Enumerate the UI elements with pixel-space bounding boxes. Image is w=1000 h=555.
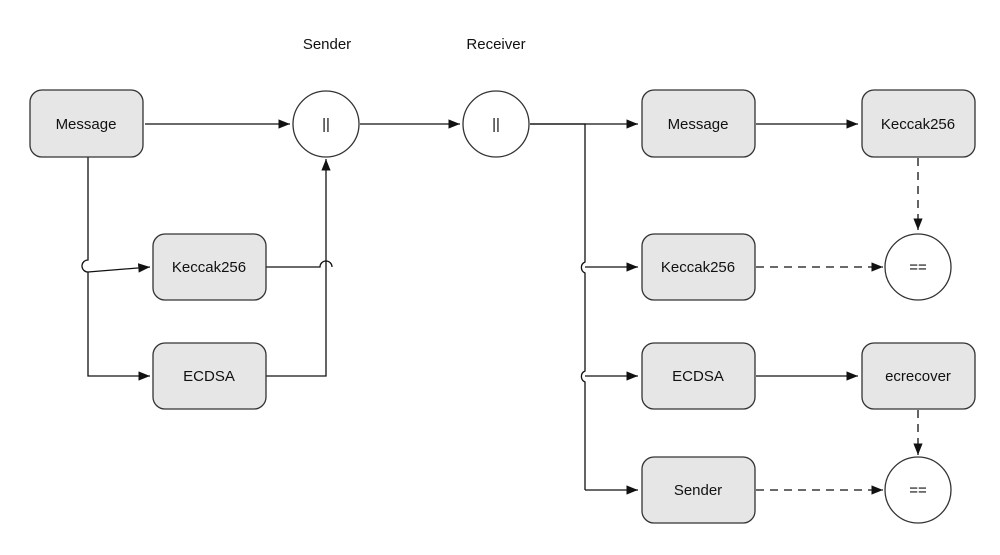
- node-ecdsa-receiver: ECDSA: [641, 342, 756, 410]
- edge-concat-split-trunk: [530, 123, 586, 490]
- node-concat-receiver: ||: [462, 90, 530, 158]
- node-sender-receiver-label: Sender: [674, 482, 722, 499]
- node-ecdsa-sender-label: ECDSA: [183, 368, 235, 385]
- node-message-receiver-label: Message: [668, 116, 729, 133]
- node-message-label: Message: [56, 116, 117, 133]
- edge-message-to-ecdsa: [87, 272, 150, 381]
- node-concat-sender-label: ||: [322, 116, 330, 133]
- node-compare-sender: ==: [884, 456, 952, 524]
- receiver-header: Receiver: [466, 36, 525, 53]
- edge-ecdsa-to-concat: [266, 159, 331, 377]
- node-message-receiver: Message: [641, 89, 756, 158]
- node-compare-sender-label: ==: [909, 482, 927, 499]
- node-compare-hash-label: ==: [909, 259, 927, 276]
- node-message: Message: [29, 89, 144, 158]
- edge-message-to-keccak: [81, 157, 151, 273]
- node-keccak-result-label: Keccak256: [881, 116, 955, 133]
- node-concat-sender: ||: [292, 90, 360, 158]
- node-ecrecover-label: ecrecover: [885, 368, 951, 385]
- node-keccak-result: Keccak256: [861, 89, 976, 158]
- node-keccak-receiver: Keccak256: [641, 233, 756, 301]
- node-keccak-sender: Keccak256: [152, 233, 267, 301]
- sender-header: Sender: [303, 36, 351, 53]
- edge-keccak-to-ecdsa-join: [266, 260, 333, 268]
- node-keccak-sender-label: Keccak256: [172, 259, 246, 276]
- node-keccak-receiver-label: Keccak256: [661, 259, 735, 276]
- node-concat-receiver-label: ||: [492, 116, 500, 133]
- node-ecdsa-sender: ECDSA: [152, 342, 267, 410]
- node-sender-receiver: Sender: [641, 456, 756, 524]
- node-compare-hash: ==: [884, 233, 952, 301]
- node-ecdsa-receiver-label: ECDSA: [672, 368, 724, 385]
- node-ecrecover: ecrecover: [861, 342, 976, 410]
